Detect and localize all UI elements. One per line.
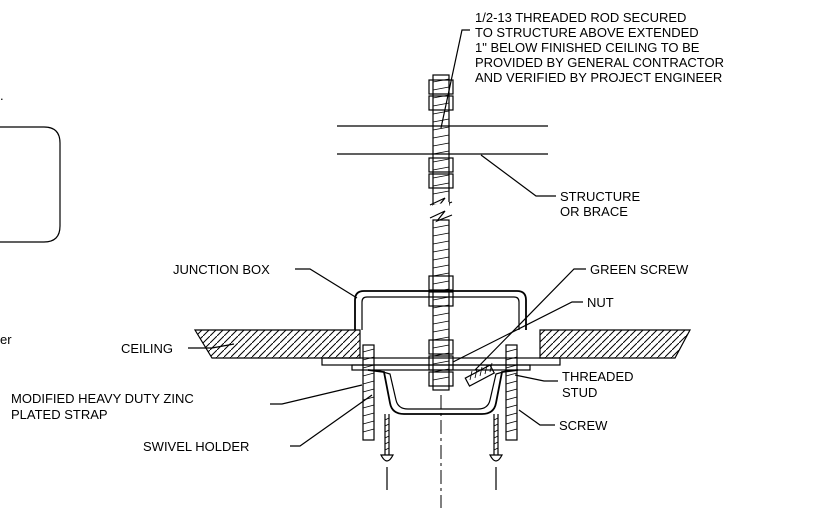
swivel-holder xyxy=(367,369,519,415)
svg-text:1" BELOW FINISHED CEILING TO B: 1" BELOW FINISHED CEILING TO BE xyxy=(475,40,700,55)
svg-text:OR BRACE: OR BRACE xyxy=(560,204,628,219)
svg-text:STRUCTURE: STRUCTURE xyxy=(560,189,640,204)
rod-callout: 1/2-13 THREADED ROD SECURED TO STRUCTURE… xyxy=(475,10,724,85)
left-cropped-box xyxy=(0,126,61,243)
strap-callout: MODIFIED HEAVY DUTY ZINC PLATED STRAP xyxy=(11,391,194,422)
svg-text:THREADED: THREADED xyxy=(562,369,634,384)
screw-right xyxy=(489,414,503,490)
screw-label: SCREW xyxy=(559,418,608,433)
threaded-stud-left xyxy=(362,344,375,441)
threaded-stud-right xyxy=(505,344,518,441)
structure-callout: STRUCTURE OR BRACE xyxy=(560,189,640,219)
screw-left xyxy=(380,414,394,490)
threaded-rod xyxy=(428,74,454,391)
zinc-plated-strap xyxy=(321,357,561,371)
svg-text:MODIFIED HEAVY DUTY ZINC: MODIFIED HEAVY DUTY ZINC xyxy=(11,391,194,406)
threaded-stud-callout: THREADED STUD xyxy=(562,369,634,400)
nut-label: NUT xyxy=(587,295,614,310)
left-fragment-dot: . xyxy=(0,88,4,103)
svg-text:PROVIDED BY GENERAL CONTRACTOR: PROVIDED BY GENERAL CONTRACTOR xyxy=(475,55,724,70)
junction-box-label: JUNCTION BOX xyxy=(173,262,270,277)
svg-text:AND VERIFIED BY PROJECT ENGINE: AND VERIFIED BY PROJECT ENGINEER xyxy=(475,70,722,85)
ceiling-section xyxy=(193,329,692,359)
svg-text:1/2-13 THREADED ROD SECURED: 1/2-13 THREADED ROD SECURED xyxy=(475,10,686,25)
green-screw-label: GREEN SCREW xyxy=(590,262,689,277)
leader-lines xyxy=(188,29,586,447)
svg-text:STUD: STUD xyxy=(562,385,597,400)
svg-text:TO STRUCTURE ABOVE EXTENDED: TO STRUCTURE ABOVE EXTENDED xyxy=(475,25,699,40)
junction-box xyxy=(354,290,527,330)
swivel-holder-label: SWIVEL HOLDER xyxy=(143,439,249,454)
left-fragment-er: er xyxy=(0,332,12,347)
green-screw xyxy=(464,362,496,387)
ceiling-label: CEILING xyxy=(121,341,173,356)
svg-text:PLATED STRAP: PLATED STRAP xyxy=(11,407,108,422)
